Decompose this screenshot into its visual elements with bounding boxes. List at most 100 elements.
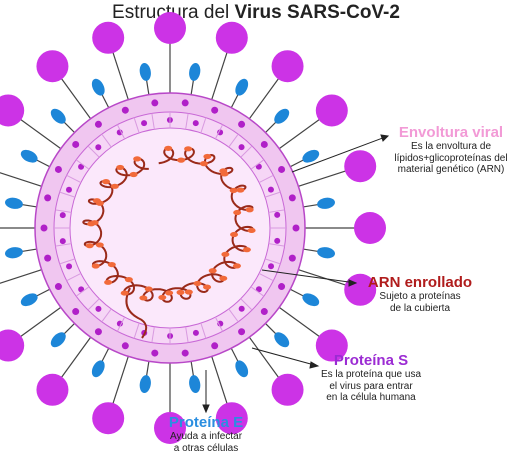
membrane-dot-inner	[65, 186, 72, 193]
membrane-line	[66, 272, 82, 282]
rna-protein-bead	[208, 268, 217, 274]
membrane-dot	[151, 99, 159, 107]
membrane-dots	[40, 99, 300, 357]
membrane-line	[268, 243, 285, 247]
membrane-dot	[94, 120, 102, 128]
label-proteina-e-line-2: a otras células	[173, 442, 239, 454]
e-protein	[235, 78, 249, 96]
spike-protein-head	[0, 329, 25, 362]
membrane-line	[250, 286, 265, 297]
rna-protein-bead	[139, 295, 148, 301]
rna-protein-bead	[165, 290, 174, 296]
label-proteina-e-title: Proteína E	[168, 414, 244, 431]
label-proteina-s: Proteína S Es la proteína que usa el vir…	[308, 352, 434, 404]
membrane-dot	[54, 165, 62, 173]
rna-protein-bead	[110, 183, 119, 189]
membrane-dot-inner	[78, 163, 85, 170]
rna-protein-bead	[129, 171, 138, 178]
rna-protein-bead	[229, 187, 238, 194]
spike-protein-head	[92, 21, 125, 54]
rna-protein-bead	[230, 231, 239, 238]
membrane-line	[151, 326, 155, 343]
rna-protein-bead	[245, 207, 254, 213]
label-proteina-e: Proteína E Ayuda a infectar a otras célu…	[150, 414, 262, 454]
membrane-line	[66, 174, 82, 184]
rna-coil	[82, 145, 256, 339]
e-protein	[50, 108, 66, 124]
label-arn-title: ARN enrollado	[367, 274, 473, 291]
membrane-dot-inner	[268, 263, 275, 270]
spike-layer	[0, 12, 386, 444]
membrane-dot	[121, 342, 129, 350]
membrane-line	[240, 298, 253, 311]
leader-envoltura	[291, 135, 389, 173]
membrane-dot	[40, 224, 48, 232]
spike-protein-head	[215, 21, 248, 54]
spike-protein-head	[154, 412, 186, 444]
membrane-dot-inner	[66, 263, 73, 270]
label-proteina-s-line-3: en la célula humana	[326, 392, 416, 404]
membrane-line	[55, 243, 72, 247]
membrane-line	[264, 258, 281, 265]
membrane-dot-inner	[274, 237, 281, 244]
rna-protein-bead	[221, 251, 230, 257]
rna-protein-bead	[95, 242, 104, 248]
leader-arn	[261, 269, 357, 284]
membrane-dot	[211, 106, 219, 114]
rna-protein-bead	[203, 284, 212, 290]
spike-protein-head	[315, 94, 348, 127]
membrane-dot-inner	[59, 212, 66, 219]
membrane-dot-inner	[192, 329, 199, 336]
membrane-line	[250, 159, 265, 170]
label-proteina-s-title: Proteína S	[333, 352, 409, 369]
membrane-line	[55, 209, 72, 213]
membrane-dot-inner	[274, 211, 281, 218]
membrane-line	[59, 191, 76, 198]
membrane-dot-inner	[267, 186, 274, 193]
membrane-dot-inner	[141, 120, 148, 127]
rna-protein-bead	[177, 157, 186, 163]
leader-envoltura-arrow	[380, 134, 390, 142]
spike-protein-head	[36, 50, 69, 83]
membrane-line	[240, 145, 253, 158]
membrane-line	[116, 124, 126, 140]
rna-protein-bead	[184, 289, 193, 295]
membrane-line	[200, 322, 207, 339]
rna-tail	[125, 287, 148, 339]
membrane-line	[75, 159, 90, 170]
membrane-line	[87, 145, 100, 158]
membrane-dot	[278, 165, 286, 173]
e-protein	[302, 293, 320, 307]
membrane-dot-inner	[59, 238, 66, 245]
membrane-dot	[121, 106, 129, 114]
e-protein	[5, 197, 23, 209]
rna-protein-bead	[144, 286, 153, 292]
membrane-dot-inner	[238, 144, 245, 151]
membrane-dot	[211, 342, 219, 350]
membrane-line	[75, 286, 90, 297]
membrane-dot-inner	[95, 305, 102, 312]
e-protein	[235, 360, 249, 378]
spike-protein-head	[92, 402, 125, 435]
label-arn-line-2: de la cubierta	[389, 302, 451, 314]
membrane-line	[268, 209, 285, 213]
leader-arn-arrow	[348, 279, 358, 287]
rna-protein-bead	[219, 275, 228, 281]
label-envoltura-title: Envoltura viral	[398, 124, 504, 141]
rna-protein-bead	[242, 247, 251, 253]
spike-protein-head	[344, 150, 377, 183]
rna-protein-bead	[87, 221, 96, 227]
rna-protein-bead	[199, 161, 208, 167]
rna-protein-bead	[102, 179, 111, 185]
membrane-dot-inner	[238, 305, 245, 312]
e-protein	[317, 247, 335, 259]
rna-protein-bead	[233, 209, 242, 216]
membrane-dot-inner	[116, 129, 123, 136]
rna-protein-bead	[124, 277, 133, 283]
e-protein	[274, 332, 290, 348]
membrane-line	[101, 308, 112, 323]
membrane-line	[228, 308, 239, 323]
spike-protein-head	[36, 373, 69, 406]
membrane-dot-inner	[95, 144, 102, 151]
membrane-dot	[238, 120, 246, 128]
